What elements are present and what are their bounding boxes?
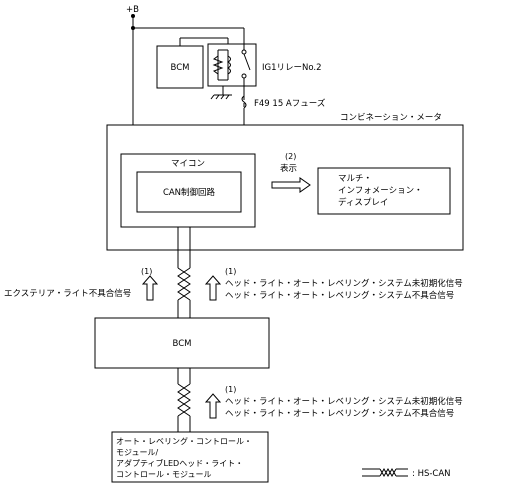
- bcm-middle-label: BCM: [173, 339, 192, 349]
- legend-label: : HS-CAN: [412, 469, 451, 479]
- relay-coil-winding: [227, 55, 231, 75]
- bcm-top-label: BCM: [171, 63, 190, 73]
- signal-left-number: (1): [141, 267, 152, 276]
- can-circuit-box: [136, 171, 242, 213]
- relay-resistor: [212, 55, 224, 75]
- ground-hatch-1: [210, 94, 215, 100]
- multi-display-line-3: ディスプレイ: [338, 197, 388, 208]
- module-line-2: モジュール/: [116, 448, 158, 457]
- signal-right-lower-arrow: [204, 393, 222, 419]
- module-box: [111, 431, 269, 483]
- signal-right-upper-line-2: ヘッド・ライト・オート・レベリング・システム不具合信号: [225, 290, 454, 301]
- fuse-label: F49 15 Aフューズ: [254, 98, 326, 109]
- multi-display-box: [317, 167, 451, 215]
- microcomputer-label: マイコン: [171, 159, 205, 169]
- ground-hatch-4: [225, 94, 230, 100]
- display-arrow-label: 表示: [280, 163, 297, 174]
- can-twist-1b: [177, 267, 191, 301]
- can-circuit-label: CAN制御回路: [163, 187, 216, 198]
- power-junction: [131, 26, 135, 30]
- relay-label: IG1リレーNo.2: [262, 63, 322, 73]
- signal-left-label: エクステリア・ライト不具合信号: [4, 288, 131, 299]
- ground-hatch-2: [215, 94, 220, 100]
- signal-right-upper-line-1: ヘッド・ライト・オート・レベリング・システム未初期化信号: [225, 278, 463, 289]
- can-twist-2a: [177, 383, 191, 417]
- display-arrow: [271, 177, 311, 193]
- legend-twist-b: [379, 467, 397, 478]
- relay-contact-bottom: [241, 73, 247, 79]
- combination-meter-label: コンビネーション・メータ: [340, 113, 442, 123]
- signal-left-arrow: [141, 275, 159, 301]
- multi-display-line-2: インフォメーション・: [338, 186, 423, 196]
- relay-contact-top: [241, 49, 247, 55]
- multi-display-line-1: マルチ・: [338, 174, 372, 184]
- can-twist-2b: [177, 383, 191, 417]
- signal-right-lower-number: (1): [225, 385, 236, 394]
- module-line-1: オート・レベリング・コントロール・: [116, 436, 252, 446]
- module-line-3: アダプティブLEDヘッド・ライト・: [116, 458, 243, 468]
- power-label: +B: [126, 5, 139, 15]
- relay-switch-arm: [243, 53, 251, 71]
- module-line-4: コントロール・モジュール: [116, 470, 211, 479]
- legend-twist-a: [379, 467, 397, 478]
- signal-right-lower-line-1: ヘッド・ライト・オート・レベリング・システム未初期化信号: [225, 396, 463, 407]
- signal-right-upper-arrow: [204, 275, 222, 301]
- ground-hatch-3: [220, 94, 225, 100]
- bcm-middle-box: [94, 317, 270, 369]
- bcm-top-box: [156, 45, 204, 89]
- signal-right-lower-line-2: ヘッド・ライト・オート・レベリング・システム不具合信号: [225, 408, 454, 419]
- fuse-symbol: [241, 95, 247, 109]
- signal-right-upper-number: (1): [225, 267, 236, 276]
- display-arrow-number: (2): [285, 152, 296, 161]
- can-twist-1a: [177, 267, 191, 301]
